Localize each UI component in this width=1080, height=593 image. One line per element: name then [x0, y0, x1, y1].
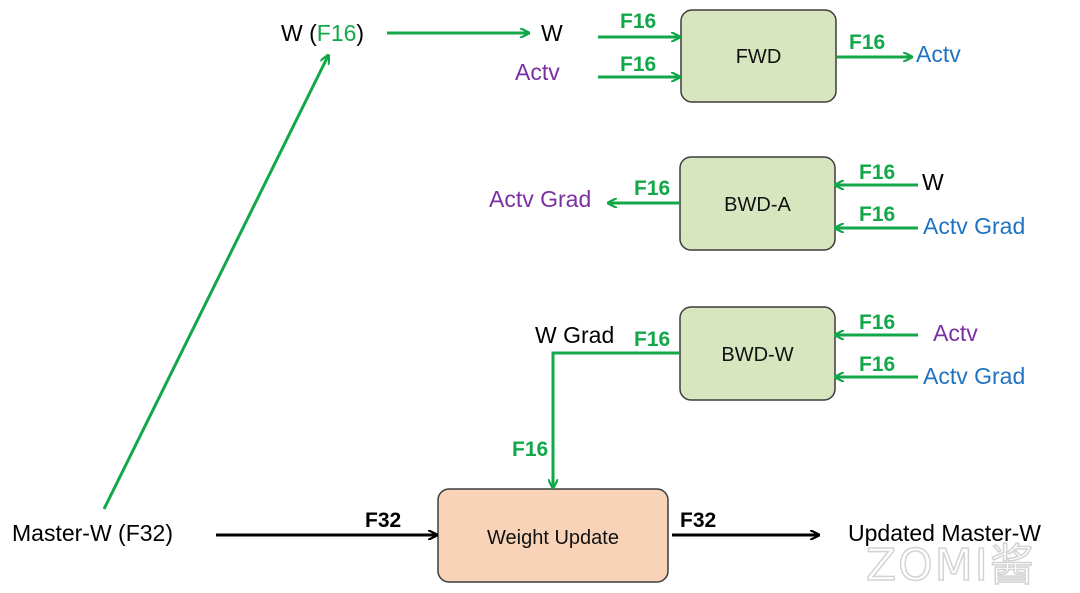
bwd-w-input-actv-precision: F16 [859, 311, 895, 334]
bwd-w-input-actv-grad-label: Actv Grad [923, 363, 1025, 389]
weight-update-box [437, 488, 669, 583]
bwd-w-box-label: BWD-W [721, 344, 793, 366]
bwd-w-input-actv-grad-precision: F16 [859, 353, 895, 376]
w-f16-suffix: ) [356, 20, 364, 46]
updated-master-w-label: Updated Master-W [848, 520, 1041, 546]
w-grad-to-update-precision: F16 [512, 438, 548, 461]
bwd-w-input-actv-label: Actv [933, 320, 978, 346]
w-grad-to-update-arrow [553, 351, 679, 487]
fwd-output-precision: F16 [849, 31, 885, 54]
bwd-a-output-precision: F16 [634, 177, 670, 200]
bwd-a-output-actv-grad-label: Actv Grad [489, 186, 591, 212]
update-output-precision: F32 [680, 509, 716, 532]
w-f16-label: W (F16) [281, 20, 364, 46]
bwd-a-input-actv-grad-label: Actv Grad [923, 213, 1025, 239]
bwd-a-box-label: BWD-A [724, 194, 791, 216]
bwd-a-input-w-precision: F16 [859, 161, 895, 184]
update-input-precision: F32 [365, 509, 401, 532]
bwd-w-output-w-grad-label: W Grad [535, 322, 614, 348]
fwd-box [680, 9, 837, 103]
w-f16-type: F16 [317, 20, 357, 46]
fwd-input-w-precision: F16 [620, 10, 656, 33]
fwd-input-actv-label: Actv [515, 59, 560, 85]
bwd-a-input-w-label: W [922, 169, 944, 195]
weight-update-box-label: Weight Update [487, 527, 619, 549]
bwd-w-box [679, 306, 836, 401]
w-f16-prefix: W ( [281, 20, 317, 46]
fwd-input-actv-precision: F16 [620, 53, 656, 76]
bwd-a-input-actv-grad-precision: F16 [859, 203, 895, 226]
cast-arrow-master-to-w16 [102, 56, 328, 510]
bwd-w-output-precision: F16 [634, 328, 670, 351]
master-w-label: Master-W (F32) [12, 520, 173, 546]
watermark: ZOMI酱 [866, 540, 1036, 591]
bwd-a-box [679, 156, 836, 251]
fwd-box-label: FWD [736, 46, 782, 68]
fwd-input-w-label: W [541, 20, 563, 46]
fwd-output-actv-label: Actv [916, 41, 961, 67]
